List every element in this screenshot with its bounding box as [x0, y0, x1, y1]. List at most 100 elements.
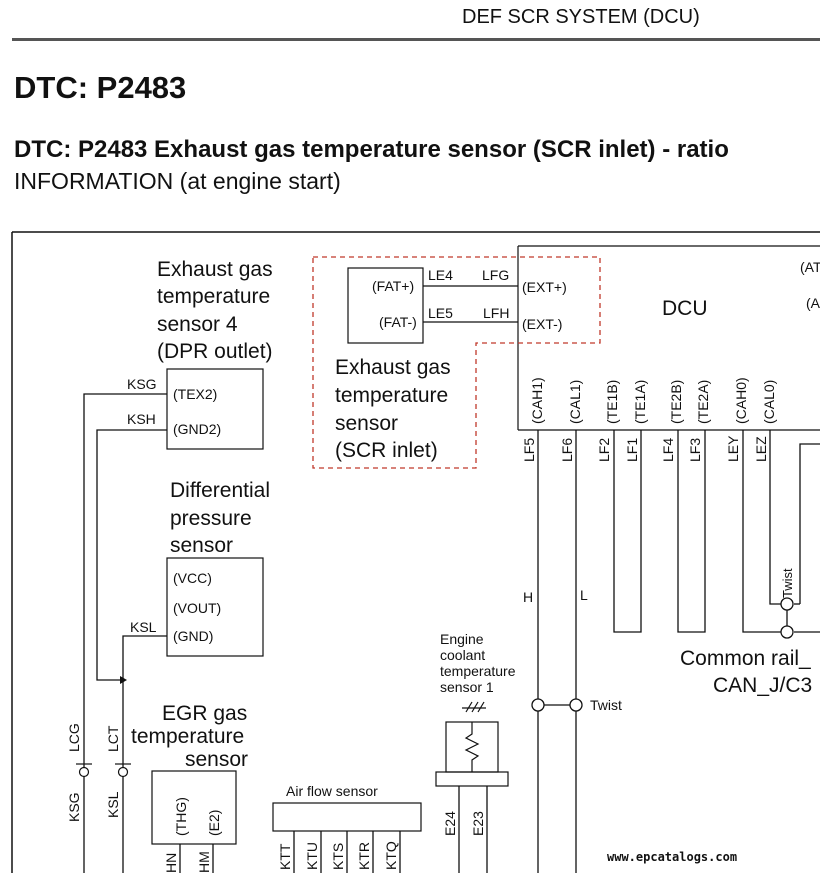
scr-label-2: temperature: [335, 384, 448, 407]
sensor4-pin-gnd2: (GND2): [173, 421, 221, 437]
connector-lcg: [78, 766, 90, 778]
wire-ksg: KSG: [127, 376, 157, 392]
dcu-pin-cal1: (CAL1): [567, 380, 583, 424]
coolant-label-4: sensor 1: [440, 679, 494, 695]
twist-node-lower: [780, 625, 794, 639]
wire-ktq: KTQ: [383, 841, 399, 870]
scr-label-1: Exhaust gas: [335, 356, 451, 379]
coolant-label-3: temperature: [440, 663, 516, 679]
page-title: DTC: P2483: [14, 70, 187, 105]
dcu-pin-ext-minus: (EXT-): [522, 316, 562, 332]
wire-ktt: KTT: [277, 843, 293, 870]
can-jc3-label: CAN_J/C3: [713, 674, 812, 697]
wire-ksl-bottom: KSL: [105, 791, 121, 818]
coolant-label-2: coolant: [440, 647, 485, 663]
wire-e24: E24: [442, 811, 458, 836]
watermark: www.epcatalogs.com: [607, 850, 737, 864]
header-rule: [12, 38, 820, 41]
wire-lcg: LCG: [66, 723, 82, 752]
coolant-connector: [435, 771, 509, 787]
wire-lct: LCT: [105, 725, 121, 752]
scr-label-3: sensor: [335, 412, 398, 435]
wire-lf2: LF2: [596, 438, 612, 462]
sensor4-label-4: (DPR outlet): [157, 340, 273, 363]
egr-pin-e2: (E2): [206, 810, 222, 836]
scr-sensor-outline: [312, 256, 601, 469]
dcu-edge-label-2: (A: [806, 295, 820, 311]
sensor4-box: [166, 368, 264, 450]
scr-pin-fat-minus: (FAT-): [379, 314, 417, 330]
dcu-pin-te1a: (TE1A): [632, 380, 648, 424]
egr-label-1: EGR gas: [162, 702, 247, 725]
diff-pin-gnd: (GND): [173, 628, 213, 644]
wire-lf4: LF4: [660, 438, 676, 462]
airflow-sensor-box: [272, 802, 422, 832]
page-subtitle: DTC: P2483 Exhaust gas temperature senso…: [14, 136, 729, 163]
diff-label-1: Differential: [170, 479, 270, 502]
wire-ksl: KSL: [130, 619, 157, 635]
diff-sensor-box: [166, 557, 264, 657]
wire-ley: LEY: [725, 435, 741, 462]
wire-lez: LEZ: [753, 436, 769, 462]
wire-ktu: KTU: [304, 842, 320, 870]
airflow-label: Air flow sensor: [286, 783, 378, 799]
wire-le5: LE5: [428, 305, 453, 321]
wire-lf6: LF6: [559, 438, 575, 462]
sensor4-label-3: sensor 4: [157, 313, 238, 336]
dcu-pin-te2a: (TE2A): [695, 380, 711, 424]
dcu-pin-te2b: (TE2B): [668, 380, 684, 424]
thermistor-symbol: [462, 701, 486, 713]
sensor4-label-1: Exhaust gas: [157, 258, 273, 281]
dcu-pin-cal0: (CAL0): [761, 380, 777, 424]
diff-label-3: sensor: [170, 534, 233, 557]
sensor4-label-2: temperature: [157, 285, 270, 308]
dcu-pin-ext-plus: (EXT+): [522, 279, 567, 295]
egr-sensor-box: [151, 770, 237, 845]
dcu-label: DCU: [662, 297, 708, 320]
junction-arrow: [120, 676, 127, 684]
wire-hm: HM: [196, 851, 212, 873]
wire-le4: LE4: [428, 267, 453, 283]
wire-kts: KTS: [330, 843, 346, 870]
egr-label-3: sensor: [185, 748, 248, 771]
coolant-label-1: Engine: [440, 631, 484, 647]
egr-label-2: temperature: [131, 725, 244, 748]
scr-pin-fat-plus: (FAT+): [372, 278, 414, 294]
wire-e23: E23: [470, 811, 486, 836]
wire-lf3: LF3: [687, 438, 703, 462]
dcu-edge-label-1: (AT: [800, 259, 820, 275]
dcu-pin-te1b: (TE1B): [604, 380, 620, 424]
common-rail-label: Common rail_: [680, 647, 811, 670]
dcu-pin-cah1: (CAH1): [529, 377, 545, 424]
resistor-symbol: [464, 722, 480, 772]
can-twist-node-l: [569, 698, 583, 712]
wire-ksh: KSH: [127, 411, 156, 427]
connector-lct: [117, 766, 129, 778]
wire-hn: HN: [163, 853, 179, 873]
wire-lfg: LFG: [482, 267, 509, 283]
twist-label-dcu: Twist: [780, 568, 795, 598]
can-low-label: L: [580, 587, 588, 603]
scr-label-4: (SCR inlet): [335, 439, 438, 462]
can-high-label: H: [523, 589, 533, 605]
left-wires: [83, 393, 167, 873]
wire-ktr: KTR: [356, 842, 372, 870]
wire-lfh: LFH: [483, 305, 509, 321]
sensor4-pin-tex2: (TEX2): [173, 386, 217, 402]
wire-lf1: LF1: [624, 438, 640, 462]
wire-lf5: LF5: [521, 438, 537, 462]
diff-pin-vout: (VOUT): [173, 600, 221, 616]
diff-pin-vcc: (VCC): [173, 570, 212, 586]
can-twist-label: Twist: [590, 697, 622, 713]
can-twist-node-h: [531, 698, 545, 712]
twist-node-upper: [780, 597, 794, 611]
dcu-pin-cah0: (CAH0): [733, 377, 749, 424]
wire-ksg-bottom: KSG: [66, 792, 82, 822]
info-line: INFORMATION (at engine start): [14, 168, 341, 194]
page-header: DEF SCR SYSTEM (DCU): [462, 6, 700, 28]
scr-sensor-box: [347, 267, 424, 344]
diff-label-2: pressure: [170, 507, 252, 530]
egr-pin-thg: (THG): [173, 797, 189, 836]
airflow-wires: [293, 831, 401, 873]
